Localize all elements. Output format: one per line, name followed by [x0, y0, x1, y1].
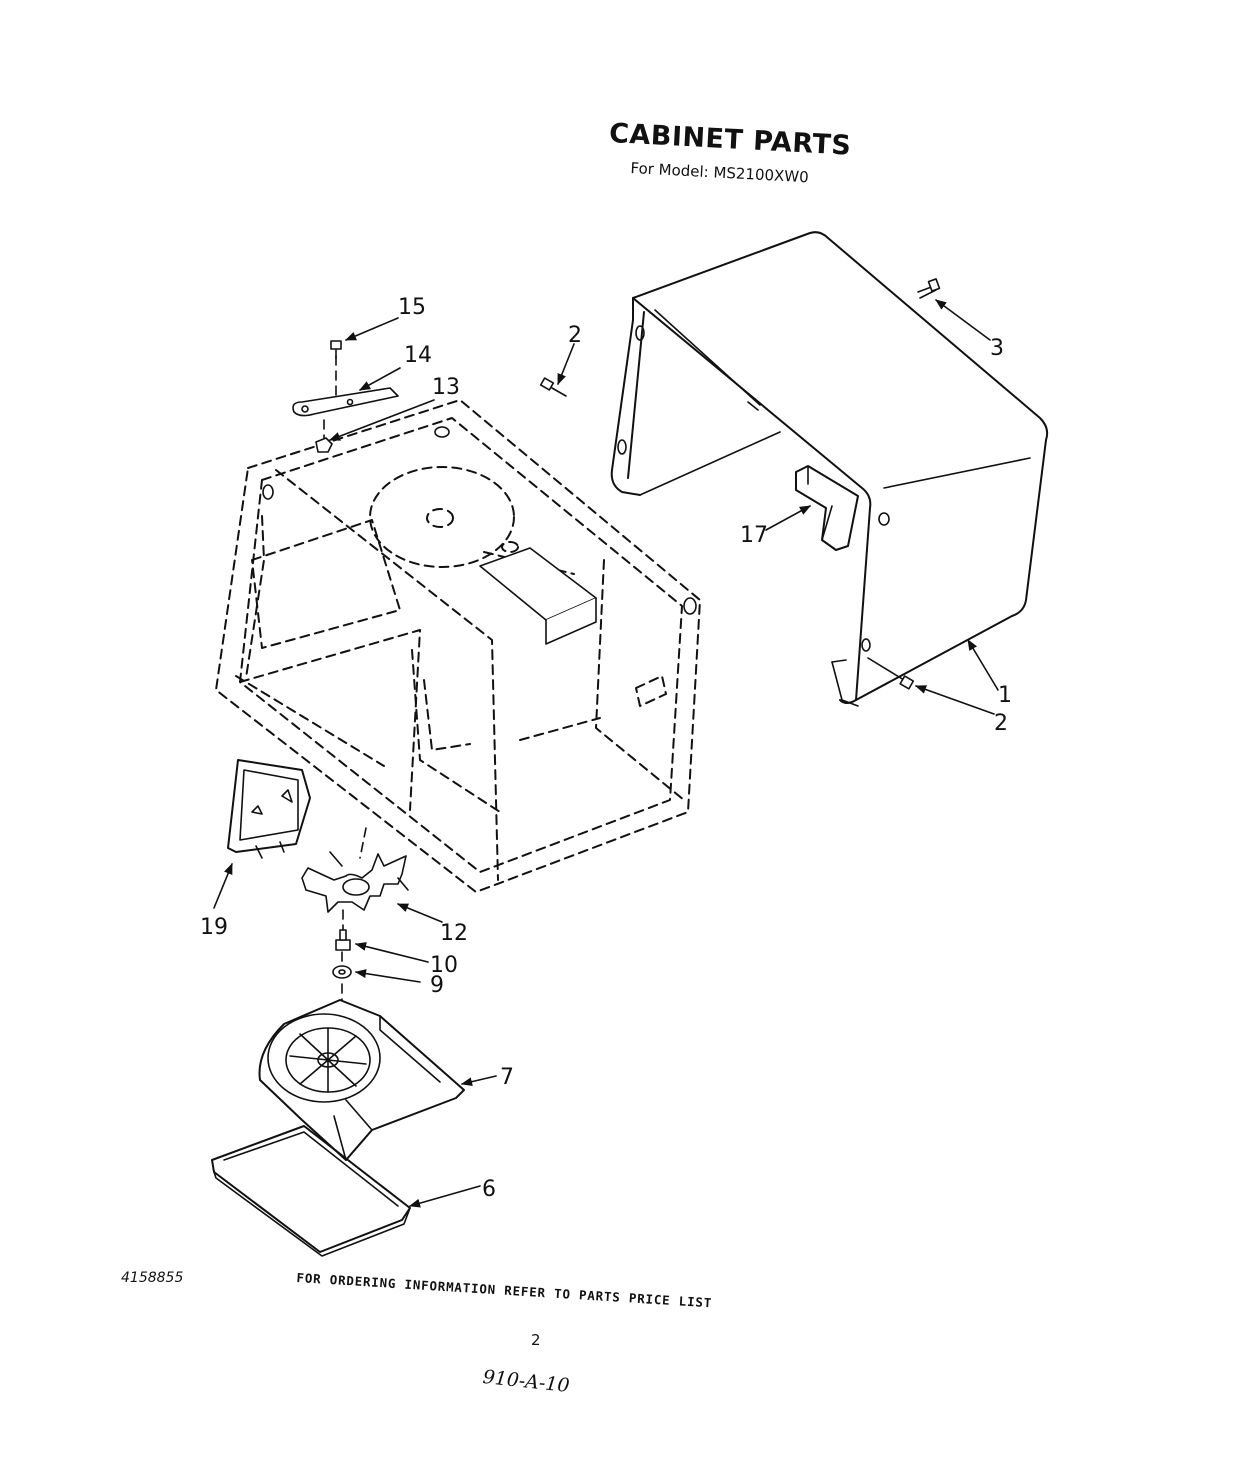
- page-number: 2: [531, 1331, 541, 1349]
- leader-lines: [213, 299, 999, 1208]
- document-number: 4158855: [121, 1270, 184, 1286]
- callout-labels: 15 14 13 2 3 17 1 2 19 12 10 9 7 6: [200, 295, 1012, 1202]
- callout-10: 10: [430, 953, 458, 978]
- callout-2-bottom: 2: [994, 711, 1008, 736]
- cover-plate: [211, 1125, 411, 1257]
- callout-1: 1: [998, 683, 1012, 708]
- nut-icon: [315, 419, 333, 453]
- callout-12: 12: [440, 921, 468, 946]
- screw-icon: [867, 657, 915, 690]
- callout-6: 6: [482, 1177, 496, 1202]
- screw-icon: [539, 377, 567, 397]
- stirrer-blade: [301, 827, 409, 913]
- oven-chassis: [215, 399, 701, 893]
- callout-9: 9: [430, 973, 444, 998]
- callout-15: 15: [398, 295, 426, 320]
- callout-17: 17: [740, 523, 768, 548]
- callout-13: 13: [432, 375, 460, 400]
- callout-14: 14: [404, 343, 432, 368]
- callout-7: 7: [500, 1065, 514, 1090]
- fan-assembly: [258, 983, 465, 1161]
- screw-icon: [330, 340, 342, 359]
- callout-19: 19: [200, 915, 228, 940]
- mounting-bracket: [292, 355, 399, 417]
- cabinet-wrapper: [610, 231, 1049, 707]
- screw-icon: [917, 278, 941, 299]
- washer-icon: [332, 951, 352, 979]
- insulation-pad: [795, 465, 859, 551]
- gasket: [227, 759, 311, 859]
- callout-3: 3: [990, 336, 1004, 361]
- shaft-icon: [335, 909, 351, 951]
- callout-2-top: 2: [568, 323, 582, 348]
